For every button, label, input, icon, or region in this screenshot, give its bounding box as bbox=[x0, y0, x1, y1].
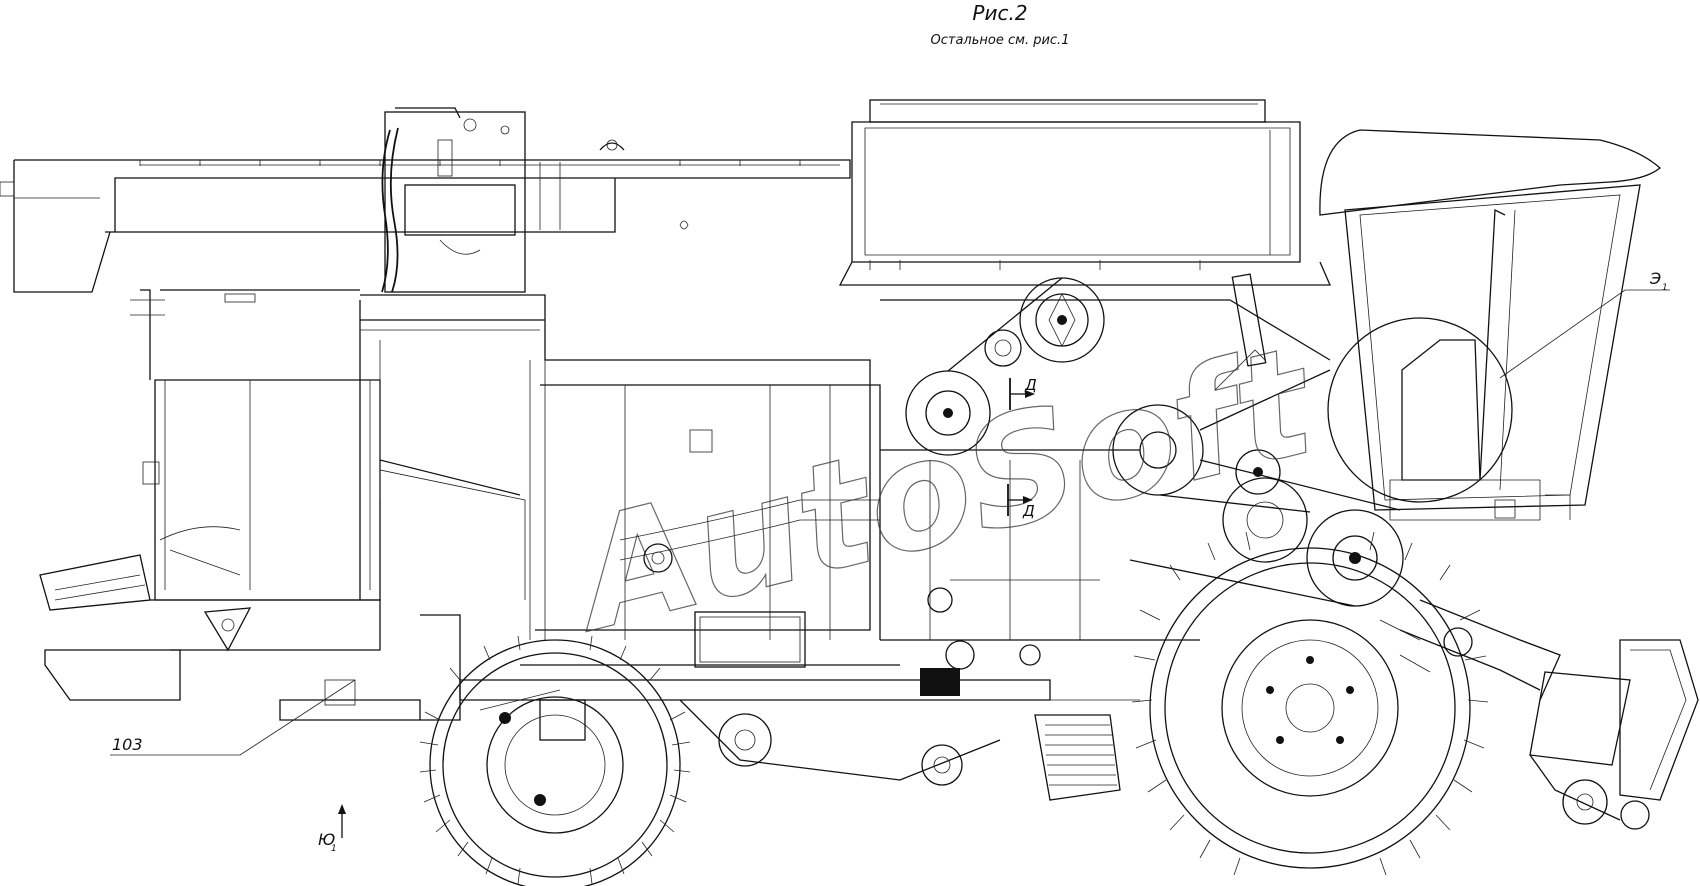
grain-tank bbox=[838, 99, 1331, 286]
callout-103: 103 bbox=[110, 679, 356, 756]
rear-hitch bbox=[39, 526, 461, 721]
callout-e1-label: Э bbox=[1649, 269, 1661, 288]
operator-cab bbox=[1319, 129, 1662, 521]
figure-title: Рис.2 bbox=[972, 1, 1027, 25]
watermark-text: AutoSoft bbox=[552, 314, 1332, 667]
steering-wheel-tire bbox=[419, 635, 691, 886]
hydraulic-tank bbox=[381, 107, 526, 293]
belt-drive-pulleys bbox=[718, 273, 1404, 786]
section-marker-d-bottom: Д bbox=[1007, 484, 1035, 520]
view-label-yu1-subscript: 1 bbox=[331, 844, 337, 854]
section-label-d-bottom: Д bbox=[1022, 502, 1035, 520]
drive-wheel-tire bbox=[1131, 531, 1489, 876]
battery-box bbox=[694, 611, 806, 668]
callout-103-label: 103 bbox=[112, 735, 143, 754]
feeder-header bbox=[1379, 599, 1699, 830]
section-marker-d-top: Д bbox=[1009, 376, 1037, 410]
left-ladder-bracket bbox=[130, 289, 256, 485]
callout-e1-subscript: 1 bbox=[1662, 283, 1668, 293]
drive-block bbox=[920, 668, 960, 696]
section-label-d-top: Д bbox=[1024, 376, 1037, 394]
view-marker-yu1: Ю 1 bbox=[318, 804, 346, 854]
figure-subtitle: Остальное см. рис.1 bbox=[931, 33, 1070, 48]
unloading-auger bbox=[0, 139, 851, 293]
main-body-frame bbox=[154, 289, 1331, 641]
view-label-yu1: Ю bbox=[318, 830, 335, 849]
lower-frame bbox=[459, 664, 1140, 801]
callout-e1: Э 1 bbox=[1499, 269, 1670, 379]
